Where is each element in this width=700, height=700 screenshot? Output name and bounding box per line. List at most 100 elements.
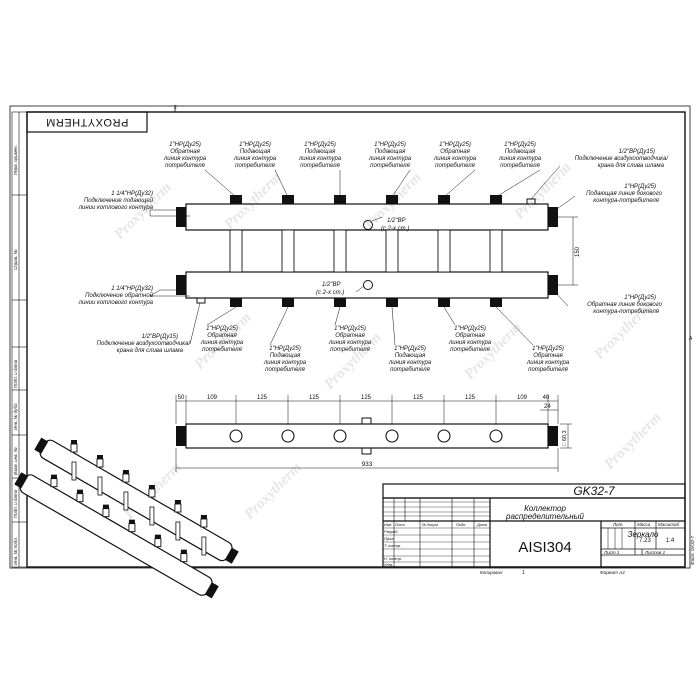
vent-left-l1: 1/2"ВР(Ду15) [142, 334, 178, 340]
watermark-4: Proxytherm [512, 160, 575, 223]
top-callout-1-line-4: потребителя [165, 163, 205, 169]
hole-6 [489, 429, 503, 443]
bottom-callout-4-line-1: 1"НР(Ду25) [394, 346, 426, 352]
bottom-outlet-4 [386, 298, 398, 307]
bottom-callout-4-line-4: потребителя [390, 367, 430, 373]
side-label-4: Инв. № дубл. [13, 402, 18, 430]
side-label-6: Подп. и дата [13, 489, 18, 518]
watermark-1: Proxytherm [112, 180, 175, 243]
riser-1 [229, 229, 243, 273]
sheet-mark-top: 2 [174, 105, 177, 111]
watermark-9: Proxytherm [242, 460, 305, 523]
top-callout-5-line-4: потребителя [435, 163, 475, 169]
mass-label: Масса [637, 522, 651, 527]
riser-6 [489, 229, 503, 273]
inlet-supply-l3: линии котлового контура [78, 205, 154, 211]
iso-outlet-thread-2-2 [76, 489, 83, 494]
iso-outlet-1-5 [174, 503, 182, 513]
bottom-callout-6-line-4: потребителя [528, 367, 568, 373]
iso-riser-6 [201, 536, 207, 556]
iso-outlet-2-5 [154, 538, 162, 548]
iso-outlet-2-6 [180, 553, 188, 563]
col-head-4: Подп. [456, 523, 466, 527]
side-label-7: Инв. № подл. [13, 537, 18, 565]
watermark-11: Proxytherm [602, 410, 665, 473]
row-label-6: Утв. [384, 562, 393, 567]
iso-riser-5 [175, 521, 181, 541]
iso-outlet-thread-2-1 [50, 474, 57, 479]
part-name-l2: распределительный [505, 512, 585, 521]
top-callout-4-line-1: 1"НР(Ду25) [374, 142, 406, 148]
sheet-number: Лист 1 [603, 550, 620, 555]
bottom-callout-5-line-3: линия контура [448, 340, 492, 346]
side-label-2: Справ. № [13, 249, 18, 270]
side-supply-l2: Подающая линия бокового [586, 191, 663, 197]
iso-outlet-1-1 [70, 443, 78, 453]
iso-outlet-2-1 [50, 478, 58, 488]
riser-5 [437, 229, 451, 273]
col-head-1: Изм. [384, 523, 392, 527]
top-outlet-5 [438, 195, 450, 204]
brand-logo-text: PROXYTHERM [46, 116, 129, 128]
top-callout-5-line-1: 1"НР(Ду25) [439, 142, 471, 148]
isometric-outlets [50, 440, 208, 563]
iso-outlet-1-3 [122, 473, 130, 483]
lit-label: Лит. [612, 522, 624, 527]
side-return-l1: 1"НР(Ду25) [624, 295, 656, 301]
sensor-top-l1: 1/2"ВР [387, 218, 405, 224]
return-header-pipe [185, 271, 549, 299]
leader-lines [149, 165, 576, 345]
inlet-supply-l2: Подключение подающей [84, 197, 154, 204]
bottom-callout-4-line-2: Подающая [395, 353, 426, 359]
bottom-callout-2-line-3: линия контура [263, 360, 307, 366]
top-callout-2-line-4: потребителя [235, 163, 275, 169]
bottom-callout-5-line-2: Обратная [455, 333, 485, 339]
bottom-callout-1-line-4: потребителя [202, 347, 242, 353]
spacing-dimensions [175, 395, 559, 424]
dim-pipe-diameter: □ 60,3 [562, 430, 568, 446]
sensor-bottom-l1: 1/2"ВР [322, 282, 340, 288]
outer-frame [9, 105, 691, 569]
top-view-outlet-thread [548, 426, 558, 446]
bottom-callout-1-line-1: 1"НР(Ду25) [206, 326, 238, 332]
bottom-outlet-2 [282, 298, 294, 307]
isometric-view [14, 437, 239, 599]
side-supply-l3: контура-потребителя [593, 198, 659, 204]
mass-value: 7.23 [639, 538, 651, 544]
bottom-callout-3-line-4: потребителя [330, 347, 370, 353]
vent-left-l2: Подключение воздухоотводчика/ [97, 341, 192, 347]
side-return-l2: Обратная линия бокового [587, 302, 663, 308]
sensor-port-top [363, 220, 373, 230]
top-leaders [204, 169, 541, 198]
inlet-return-thread [176, 275, 186, 295]
side-return-l3: контура-потребителя [593, 309, 659, 315]
vent-right-l3: крана для слива шлама [598, 163, 665, 169]
spacing-label-4: 125 [309, 395, 320, 401]
vent-right-l1: 1/2"ВР(Ду15) [619, 149, 655, 155]
iso-outlet-thread-2-4 [128, 519, 135, 524]
top-callout-4-line-3: линия контура [368, 156, 412, 162]
top-callout-1-line-3: линия контура [163, 156, 207, 162]
top-callout-1-line-1: 1"НР(Ду25) [169, 142, 201, 148]
iso-outlet-thread-2-5 [154, 534, 161, 539]
top-callout-2-line-1: 1"НР(Ду25) [239, 142, 271, 148]
bottom-callout-1-line-2: Обратная [207, 333, 237, 339]
top-callout-6-line-2: Подающая [505, 149, 536, 155]
riser-2 [281, 229, 295, 273]
col-head-5: Дата [476, 523, 487, 527]
side-supply-l1: 1"НР(Ду25) [624, 184, 656, 190]
spacing-label-6: 125 [413, 395, 424, 401]
iso-outlet-thread-1-5 [174, 500, 181, 504]
row-label-5: Н. контр. [384, 556, 402, 561]
side-label-5: Взам. инв. № [13, 447, 18, 475]
riser-4 [385, 229, 399, 273]
vent-left-l3: крана для слива шлама [117, 348, 184, 354]
scale-label: Масштаб [658, 522, 679, 527]
bottom-callout-2-line-4: потребителя [265, 367, 305, 373]
bottom-callout-5-line-1: 1"НР(Ду25) [454, 326, 486, 332]
side-label-3: Подп. и дата [13, 359, 18, 388]
riser-group [229, 195, 503, 307]
